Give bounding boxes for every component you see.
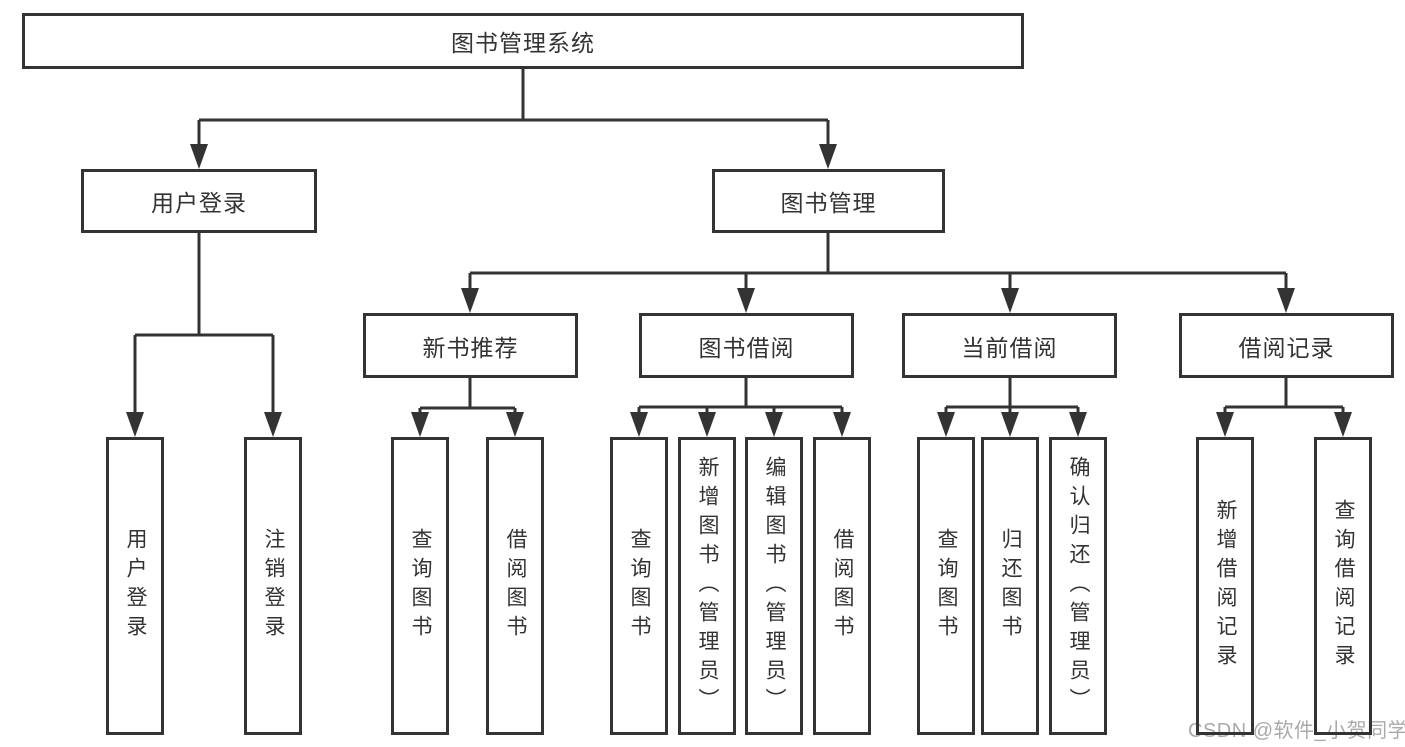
- node-label: 借阅记录: [1238, 334, 1335, 361]
- node-label: 当前借阅: [961, 334, 1058, 361]
- leaf-query-books: 查询图书: [391, 437, 449, 735]
- leaf-borrow-books: 借阅图书: [486, 437, 544, 735]
- leaf-user-login: 用户登录: [106, 437, 164, 735]
- leaf-query-books-2: 查询图书: [610, 437, 668, 735]
- node-label: 编辑图书（管理员）: [763, 455, 786, 717]
- leaf-confirm-return-admin: 确认归还（管理员）: [1049, 437, 1107, 735]
- node-label: 新书推荐: [422, 334, 519, 361]
- node-label: 确认归还（管理员）: [1067, 455, 1090, 717]
- node-label: 用户登录: [151, 190, 247, 216]
- node-label: 查询图书: [935, 528, 958, 644]
- node-label: 归还图书: [999, 528, 1022, 644]
- node-label: 借阅图书: [504, 528, 527, 644]
- node-label: 用户登录: [124, 528, 147, 644]
- node-book-borrowing: 图书借阅: [639, 313, 854, 378]
- node-user-login: 用户登录: [81, 169, 317, 233]
- node-label: 图书管理: [780, 190, 877, 216]
- node-label: 查询图书: [409, 528, 432, 644]
- leaf-logout: 注销登录: [244, 437, 302, 735]
- leaf-query-books-3: 查询图书: [917, 437, 975, 735]
- leaf-add-borrow-record: 新增借阅记录: [1196, 437, 1254, 735]
- leaf-query-borrow-record: 查询借阅记录: [1314, 437, 1372, 735]
- node-label: 图书管理系统: [451, 30, 595, 56]
- leaf-return-books: 归还图书: [981, 437, 1039, 735]
- node-label: 注销登录: [262, 528, 285, 644]
- node-book-management: 图书管理: [712, 169, 945, 233]
- leaf-borrow-books-2: 借阅图书: [813, 437, 871, 735]
- node-current-borrowing: 当前借阅: [902, 313, 1117, 378]
- csdn-watermark: CSDN @软件_小贺同学: [1188, 720, 1405, 742]
- leaf-edit-books-admin: 编辑图书（管理员）: [745, 437, 803, 735]
- node-new-book-recommend: 新书推荐: [363, 313, 578, 378]
- node-label: 借阅图书: [831, 528, 854, 644]
- node-library-management-system: 图书管理系统: [22, 13, 1024, 69]
- arrowheads: [126, 144, 1352, 437]
- node-label: 新增借阅记录: [1214, 499, 1237, 673]
- node-label: 查询图书: [628, 528, 651, 644]
- leaf-add-books-admin: 新增图书（管理员）: [678, 437, 736, 735]
- node-label: 查询借阅记录: [1332, 499, 1355, 673]
- node-borrowing-records: 借阅记录: [1179, 313, 1394, 378]
- node-label: 图书借阅: [698, 334, 795, 361]
- node-label: 新增图书（管理员）: [696, 455, 719, 717]
